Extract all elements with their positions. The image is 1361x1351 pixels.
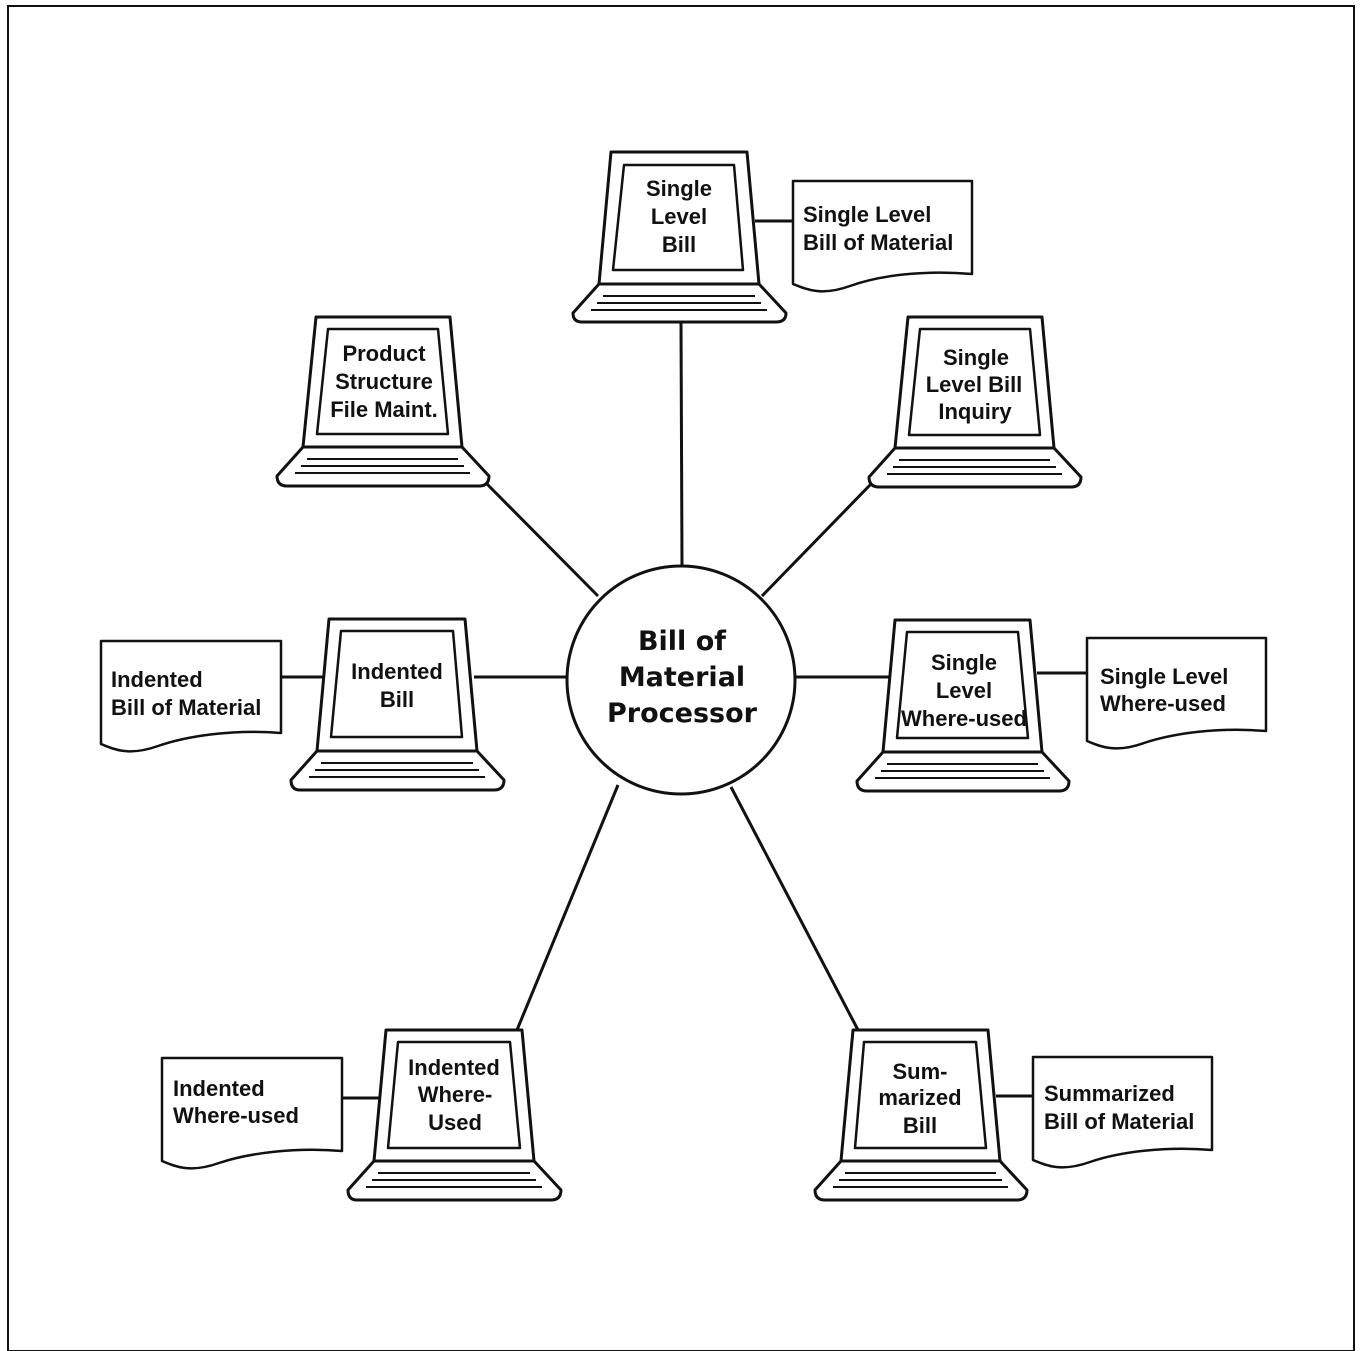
terminal-label-line-1: Product — [342, 341, 426, 366]
report-label-line-1: Summarized — [1044, 1081, 1175, 1106]
terminal-label-line-3: Used — [428, 1110, 482, 1135]
report-label-line-2: Where-used — [1100, 691, 1226, 716]
terminal-label-line-2: Bill — [380, 687, 414, 712]
terminal-summarized-bill: Sum- marized Bill — [813, 1028, 1029, 1202]
terminal-label-line-2: marized — [878, 1085, 961, 1110]
processor-label-line-1: Bill of — [638, 626, 726, 657]
report-label-line-2: Bill of Material — [1044, 1109, 1194, 1134]
terminal-label-line-3: File Maint. — [330, 397, 438, 422]
terminal-screen — [895, 630, 1030, 740]
report-label-line-2: Where-used — [173, 1103, 299, 1128]
terminal-label-line-3: Bill — [662, 232, 696, 257]
terminal-label-line-1: Indented — [351, 659, 443, 684]
terminal-label-line-3: Inquiry — [938, 399, 1012, 424]
processor-circle — [565, 564, 797, 796]
terminal-screen — [315, 327, 450, 436]
terminal-single-level-bill-inquiry: Single Level Bill Inquiry — [867, 315, 1083, 489]
terminal-label-line-2: Where- — [418, 1082, 493, 1107]
report-links — [281, 219, 1087, 1100]
report-single-level-where-used: Single Level Where-used — [1085, 636, 1268, 750]
connector-indented-where-used — [515, 784, 620, 1031]
report-single-level-bom: Single Level Bill of Material — [791, 179, 974, 293]
report-label-line-1: Single Level — [1100, 664, 1228, 689]
terminal-indented-bill: Indented Bill — [289, 617, 506, 792]
report-document-shape — [160, 1056, 344, 1170]
connector-single-level-bill — [679, 321, 684, 566]
terminal-single-level-where-used: Single Level Where-used — [855, 618, 1071, 793]
connector-single-level-inquiry — [760, 482, 873, 598]
diagram-frame — [7, 5, 1355, 1351]
connector-product-structure — [485, 482, 600, 598]
connector-summarized-bill — [729, 786, 860, 1031]
terminal-label-line-2: Level Bill — [926, 372, 1023, 397]
terminal-screen — [611, 163, 745, 272]
processor-label-line-3: Processor — [607, 698, 758, 729]
terminal-label-line-1: Single — [943, 345, 1009, 370]
report-indented-bom: Indented Bill of Material — [99, 639, 283, 753]
terminal-indented-where-used: Indented Where- Used — [346, 1028, 563, 1202]
report-label-line-1: Indented — [173, 1076, 265, 1101]
report-document-shape — [99, 639, 283, 753]
connector-lines — [474, 321, 890, 1031]
terminal-screen — [853, 1040, 988, 1150]
terminal-product-structure: Product Structure File Maint. — [275, 315, 491, 488]
terminal-screen — [907, 327, 1042, 437]
terminal-screen — [386, 1040, 522, 1150]
terminal-label-line-3: Bill — [903, 1113, 937, 1138]
terminal-single-level-bill: Single Level Bill — [571, 150, 788, 324]
terminal-screen — [329, 629, 464, 739]
report-label-line-1: Single Level — [803, 202, 931, 227]
terminal-label-line-3: Where-used — [901, 706, 1027, 731]
terminal-label-line-2: Level — [936, 678, 992, 703]
report-summarized-bom: Summarized Bill of Material — [1031, 1055, 1214, 1169]
terminal-label-line-2: Level — [651, 204, 707, 229]
report-document-shape — [1085, 636, 1268, 750]
report-document-shape — [1031, 1055, 1214, 1169]
processor-label-line-2: Material — [619, 662, 745, 693]
terminal-label-line-1: Sum- — [893, 1059, 948, 1084]
terminal-label-line-2: Structure — [335, 369, 433, 394]
report-document-shape — [791, 179, 974, 293]
report-label-line-1: Indented — [111, 667, 203, 692]
terminal-label-line-1: Single — [646, 176, 712, 201]
terminal-label-line-1: Single — [931, 650, 997, 675]
processor-node: Bill of Material Processor — [565, 564, 797, 796]
terminal-label-line-1: Indented — [408, 1055, 500, 1080]
report-label-line-2: Bill of Material — [111, 695, 261, 720]
report-indented-where-used: Indented Where-used — [160, 1056, 344, 1170]
report-label-line-2: Bill of Material — [803, 230, 953, 255]
